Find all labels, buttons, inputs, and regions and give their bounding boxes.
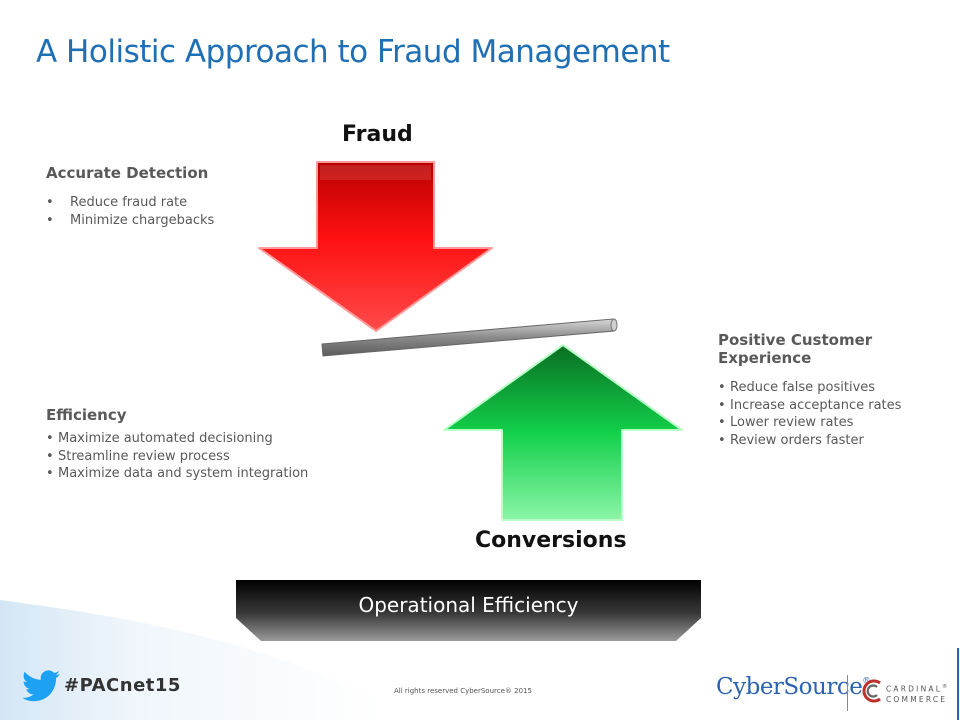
positive-customer-experience-block: Positive Customer Experience Reduce fals…: [718, 331, 928, 449]
list-item: Maximize data and system integration: [46, 465, 308, 483]
hashtag: #PACnet15: [64, 675, 181, 696]
cybersource-logo-mark: ®: [862, 676, 870, 685]
positive-customer-experience-heading: Positive Customer Experience: [718, 331, 873, 367]
cardinal-commerce-icon: [862, 679, 881, 703]
copyright-text: All rights reserved CyberSource® 2015: [394, 687, 532, 695]
right-edge-accent: [957, 648, 959, 720]
accurate-detection-heading: Accurate Detection: [46, 164, 209, 182]
list-item: Minimize chargebacks: [46, 212, 214, 230]
cardinal-logo-line1: CARDINAL: [886, 684, 943, 694]
cybersource-logo-text: CyberSource: [716, 674, 863, 700]
efficiency-heading: Efficiency: [46, 406, 127, 424]
fraud-arrow: [258, 161, 493, 332]
cybersource-logo: CyberSource®: [716, 674, 870, 700]
list-item: Increase acceptance rates: [718, 397, 928, 415]
fraud-label: Fraud: [342, 122, 413, 147]
footer-background: [0, 600, 380, 720]
operational-efficiency-base: [236, 580, 701, 641]
logo-divider: [847, 675, 848, 711]
list-item: Maximize automated decisioning: [46, 430, 308, 448]
twitter-icon: [22, 670, 60, 702]
cardinal-commerce-logo: CARDINAL® COMMERCE: [886, 682, 947, 705]
efficiency-block: Efficiency Maximize automated decisionin…: [46, 406, 308, 483]
cardinal-logo-mark: ®: [942, 684, 948, 690]
conversions-arrow: [443, 344, 683, 521]
list-item: Streamline review process: [46, 448, 308, 466]
list-item: Reduce fraud rate: [46, 194, 214, 212]
page-title: A Holistic Approach to Fraud Management: [36, 34, 670, 70]
list-item: Review orders faster: [718, 432, 928, 450]
list-item: Reduce false positives: [718, 379, 928, 397]
cardinal-logo-line2: COMMERCE: [886, 694, 948, 704]
accurate-detection-block: Accurate Detection Reduce fraud rate Min…: [46, 164, 214, 229]
conversions-label: Conversions: [475, 528, 627, 553]
list-item: Lower review rates: [718, 414, 928, 432]
operational-efficiency-label: Operational Efficiency: [358, 593, 579, 617]
